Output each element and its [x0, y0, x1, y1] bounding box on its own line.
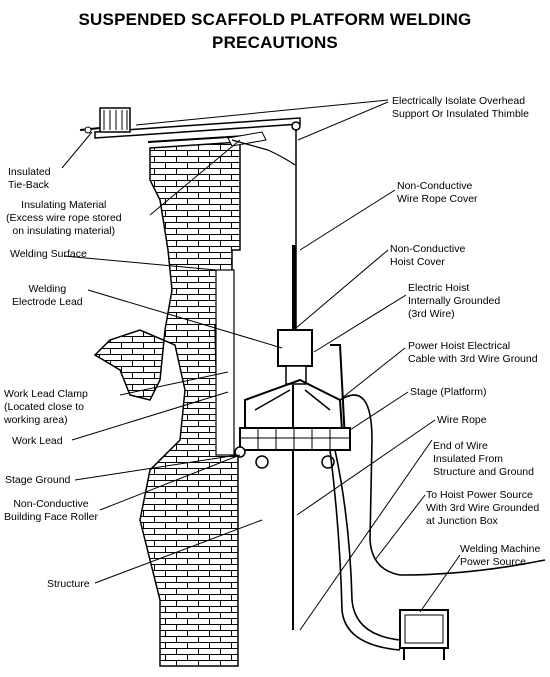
hoist-cover: [277, 329, 313, 367]
leader-lines: [61, 99, 461, 631]
page-title-line2: PRECAUTIONS: [212, 33, 338, 52]
stirrup: [244, 378, 343, 431]
counterweight: [99, 107, 131, 133]
page-title: SUSPENDED SCAFFOLD PLATFORM WELDING: [78, 10, 472, 29]
welding-leads: [334, 449, 401, 641]
label-work-lead: Work Lead: [12, 435, 63, 447]
label-wire-rope: Wire Rope: [437, 414, 487, 426]
label-stage-ground: Stage Ground: [5, 474, 71, 486]
building-roller: [234, 446, 246, 458]
power-cable: [339, 394, 546, 576]
label-welding-surface: Welding Surface: [10, 248, 87, 260]
thimble: [291, 121, 301, 131]
label-stage-platform: Stage (Platform): [410, 386, 487, 398]
label-structure: Structure: [47, 578, 90, 590]
platform-wheel: [255, 455, 269, 469]
stage-platform: [239, 427, 351, 451]
label-insulating-material: Insulating Material(Excess wire rope sto…: [6, 199, 122, 237]
roof-edge: [147, 135, 246, 143]
welding-surface-panel: [215, 269, 235, 456]
